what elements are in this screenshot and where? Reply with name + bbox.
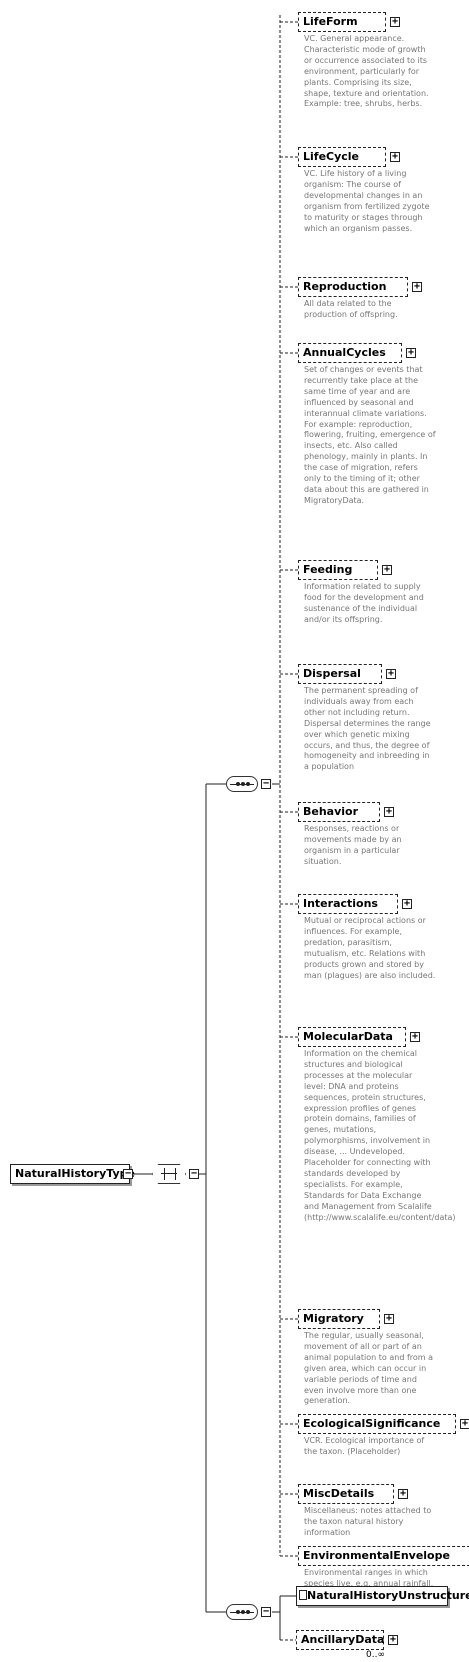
document-icon — [299, 1590, 307, 1600]
element-label: Feeding — [303, 563, 353, 576]
element-description: Mutual or reciprocal actions or influenc… — [304, 916, 436, 980]
expand-toggle[interactable]: + — [390, 16, 400, 27]
expand-toggle[interactable]: + — [460, 1418, 469, 1429]
element-interactions[interactable]: Interactions — [298, 894, 398, 914]
sequence-compositor-lower[interactable] — [226, 1604, 258, 1620]
occurrence-label: 0..∞ — [366, 1650, 385, 1660]
expand-toggle[interactable]: + — [386, 668, 396, 679]
element-molecular-data[interactable]: MolecularData — [298, 1027, 406, 1047]
element-label: AncillaryData — [301, 1633, 385, 1646]
element-label: MiscDetails — [303, 1487, 375, 1500]
sequence-compositor-upper[interactable] — [226, 776, 258, 792]
sequence-upper-collapse-toggle[interactable]: − — [261, 778, 271, 789]
element-description: Information on the chemical structures a… — [304, 1049, 456, 1222]
choice-icon — [164, 1168, 176, 1180]
choice-compositor[interactable] — [152, 1164, 186, 1184]
expand-toggle-ancillary-data[interactable]: + — [388, 1634, 398, 1645]
element-description: Set of changes or events that recurrentl… — [304, 365, 436, 505]
element-behavior[interactable]: Behavior — [298, 802, 380, 822]
element-ancillary-data[interactable]: AncillaryData — [296, 1630, 384, 1650]
element-description: VCR. Ecological importance of the taxon.… — [304, 1436, 425, 1456]
element-environmental-envelope[interactable]: EnvironmentalEnvelope — [298, 1546, 469, 1566]
choice-icon-bar — [161, 1173, 177, 1174]
element-reproduction[interactable]: Reproduction — [298, 277, 408, 297]
element-life-cycle[interactable]: LifeCycle — [298, 147, 386, 167]
expand-toggle[interactable]: + — [406, 347, 416, 358]
element-description: VC. Life history of a living organism: T… — [304, 169, 430, 233]
element-description: All data related to the production of of… — [304, 299, 398, 319]
element-dispersal[interactable]: Dispersal — [298, 664, 382, 684]
expand-toggle[interactable]: + — [398, 1488, 408, 1499]
element-description: Information related to supply food for t… — [304, 582, 424, 624]
element-label: MolecularData — [303, 1030, 393, 1043]
expand-toggle[interactable]: + — [384, 806, 394, 817]
element-label: EcologicalSignificance — [303, 1417, 441, 1430]
element-description: Responses, reactions or movements made b… — [304, 824, 402, 866]
element-label: NaturalHistoryUnstructured — [307, 1589, 469, 1602]
element-misc-details[interactable]: MiscDetails — [298, 1484, 394, 1504]
root-element-label: NaturalHistoryType — [15, 1167, 135, 1180]
element-natural-history-unstructured[interactable]: NaturalHistoryUnstructured — [296, 1586, 469, 1606]
element-label: LifeForm — [303, 15, 358, 28]
element-ecological-significance[interactable]: EcologicalSignificance — [298, 1414, 456, 1434]
element-label: Migratory — [303, 1312, 364, 1325]
element-label: Behavior — [303, 805, 359, 818]
expand-toggle[interactable]: + — [384, 1313, 394, 1324]
expand-toggle[interactable]: + — [390, 151, 400, 162]
element-label: EnvironmentalEnvelope — [303, 1549, 450, 1562]
element-label: Interactions — [303, 897, 378, 910]
element-label: Dispersal — [303, 667, 361, 680]
element-life-form[interactable]: LifeForm — [298, 12, 386, 32]
sequence-lower-collapse-toggle[interactable]: − — [261, 1606, 271, 1617]
element-annual-cycles[interactable]: AnnualCycles — [298, 343, 402, 363]
element-description: Miscellaneus: notes attached to the taxo… — [304, 1506, 432, 1537]
element-feeding[interactable]: Feeding — [298, 560, 378, 580]
expand-toggle[interactable]: + — [410, 1031, 420, 1042]
element-label: Reproduction — [303, 280, 387, 293]
expand-toggle[interactable]: + — [402, 898, 412, 909]
element-migratory[interactable]: Migratory — [298, 1309, 380, 1329]
root-element-natural-history-type[interactable]: NaturalHistoryType — [10, 1164, 135, 1184]
choice-collapse-toggle[interactable]: − — [189, 1168, 199, 1179]
root-collapse-toggle[interactable]: − — [123, 1168, 133, 1179]
element-description: The regular, usually seasonal, movement … — [304, 1331, 433, 1406]
element-label: AnnualCycles — [303, 346, 386, 359]
expand-toggle[interactable]: + — [412, 281, 422, 292]
expand-toggle[interactable]: + — [382, 564, 392, 575]
element-label: LifeCycle — [303, 150, 360, 163]
element-description: The permanent spreading of individuals a… — [304, 686, 431, 772]
element-description: VC. General appearance. Characteristic m… — [304, 34, 429, 109]
